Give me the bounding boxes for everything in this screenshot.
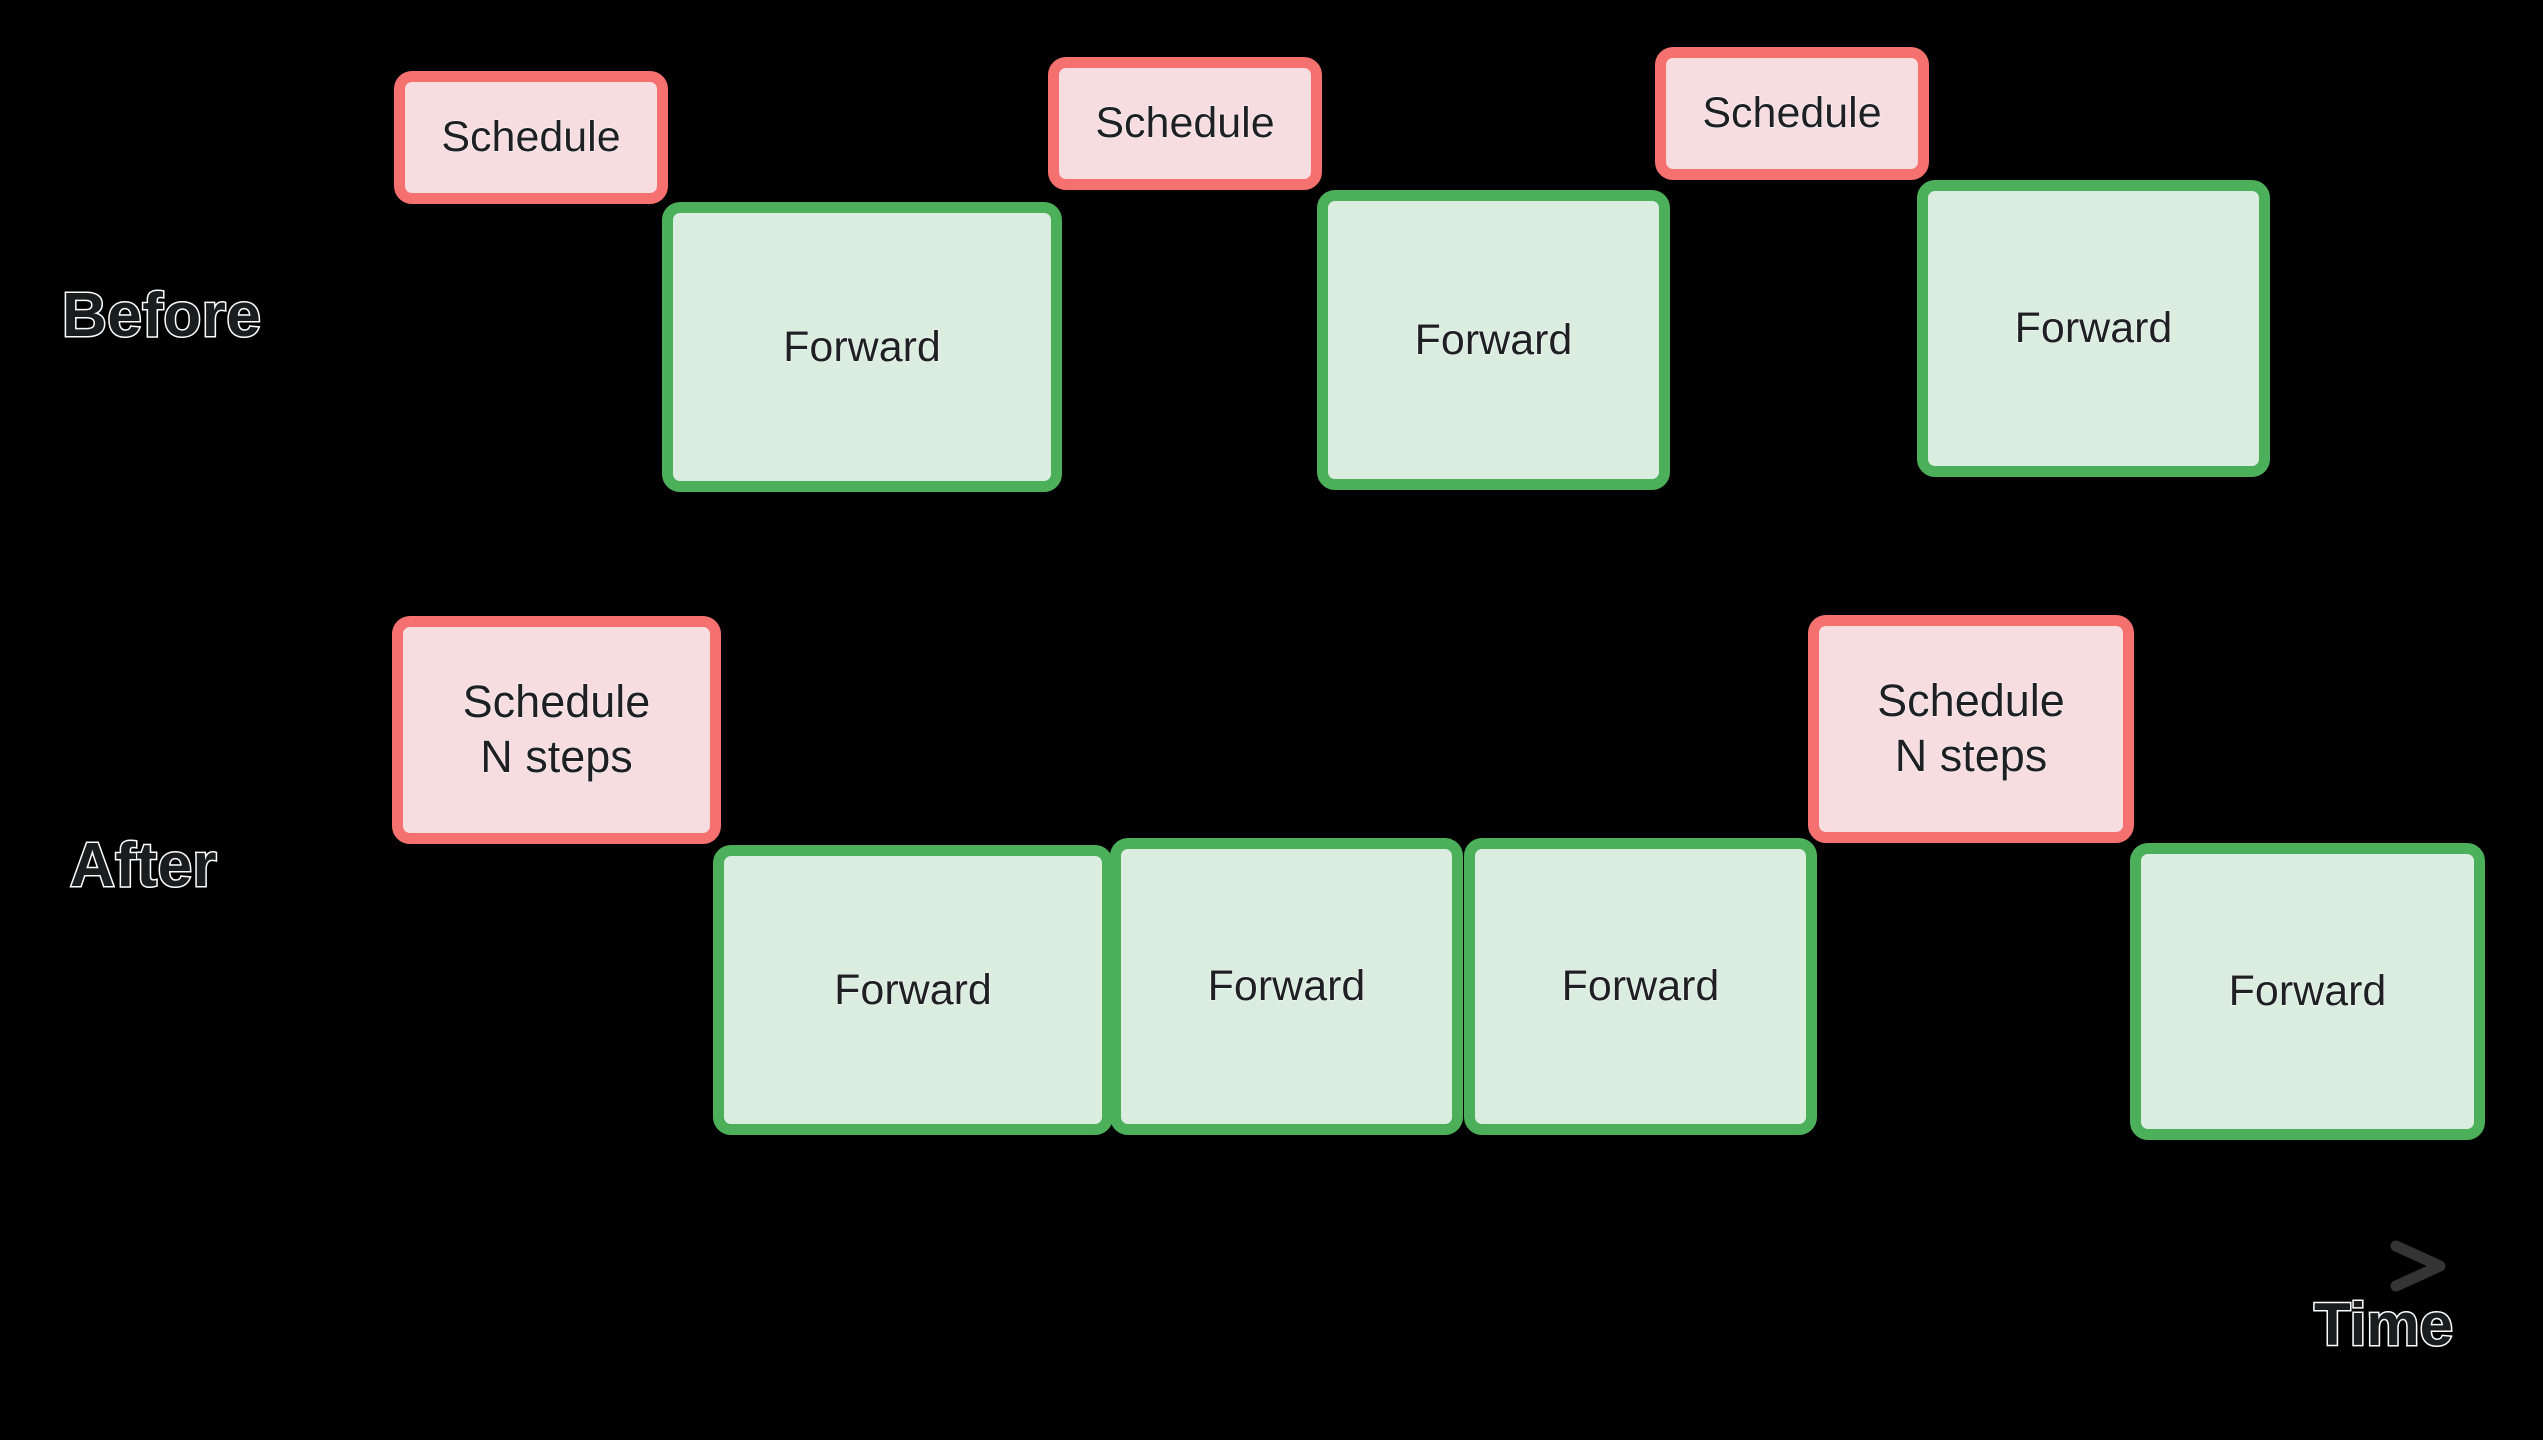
forward-block-label: Forward	[783, 322, 942, 371]
forward-block-label: Forward	[2228, 967, 2387, 1016]
schedule-block: Schedule	[1655, 47, 1929, 180]
forward-block-label: Forward	[834, 965, 993, 1014]
schedule-block-label: Schedule N steps	[1877, 675, 2066, 782]
forward-block-label: Forward	[1561, 962, 1720, 1011]
forward-block: Forward	[662, 202, 1062, 492]
forward-block-label: Forward	[2014, 304, 2173, 353]
time-axis-label: Time	[2313, 1291, 2455, 1358]
schedule-block-label: Schedule N steps	[462, 676, 651, 783]
schedule-block: Schedule N steps	[1808, 615, 2134, 843]
forward-block-label: Forward	[1414, 315, 1573, 364]
forward-block: Forward	[1317, 190, 1670, 490]
time-axis-arrowhead	[2390, 1240, 2446, 1292]
row-label-before: Before	[60, 281, 262, 350]
schedule-block: Schedule	[394, 71, 668, 204]
time-axis	[376, 1240, 2450, 1292]
forward-block: Forward	[1464, 838, 1817, 1135]
forward-block: Forward	[1917, 180, 2270, 477]
schedule-block-label: Schedule	[441, 113, 621, 162]
row-label-after: After	[68, 831, 218, 900]
schedule-block: Schedule	[1048, 57, 1322, 190]
forward-block: Forward	[2130, 843, 2485, 1140]
schedule-block-label: Schedule	[1702, 89, 1882, 138]
schedule-block-label: Schedule	[1095, 99, 1275, 148]
forward-block: Forward	[1110, 838, 1463, 1135]
forward-block-label: Forward	[1207, 962, 1366, 1011]
schedule-block: Schedule N steps	[392, 616, 721, 844]
forward-block: Forward	[713, 845, 1113, 1135]
